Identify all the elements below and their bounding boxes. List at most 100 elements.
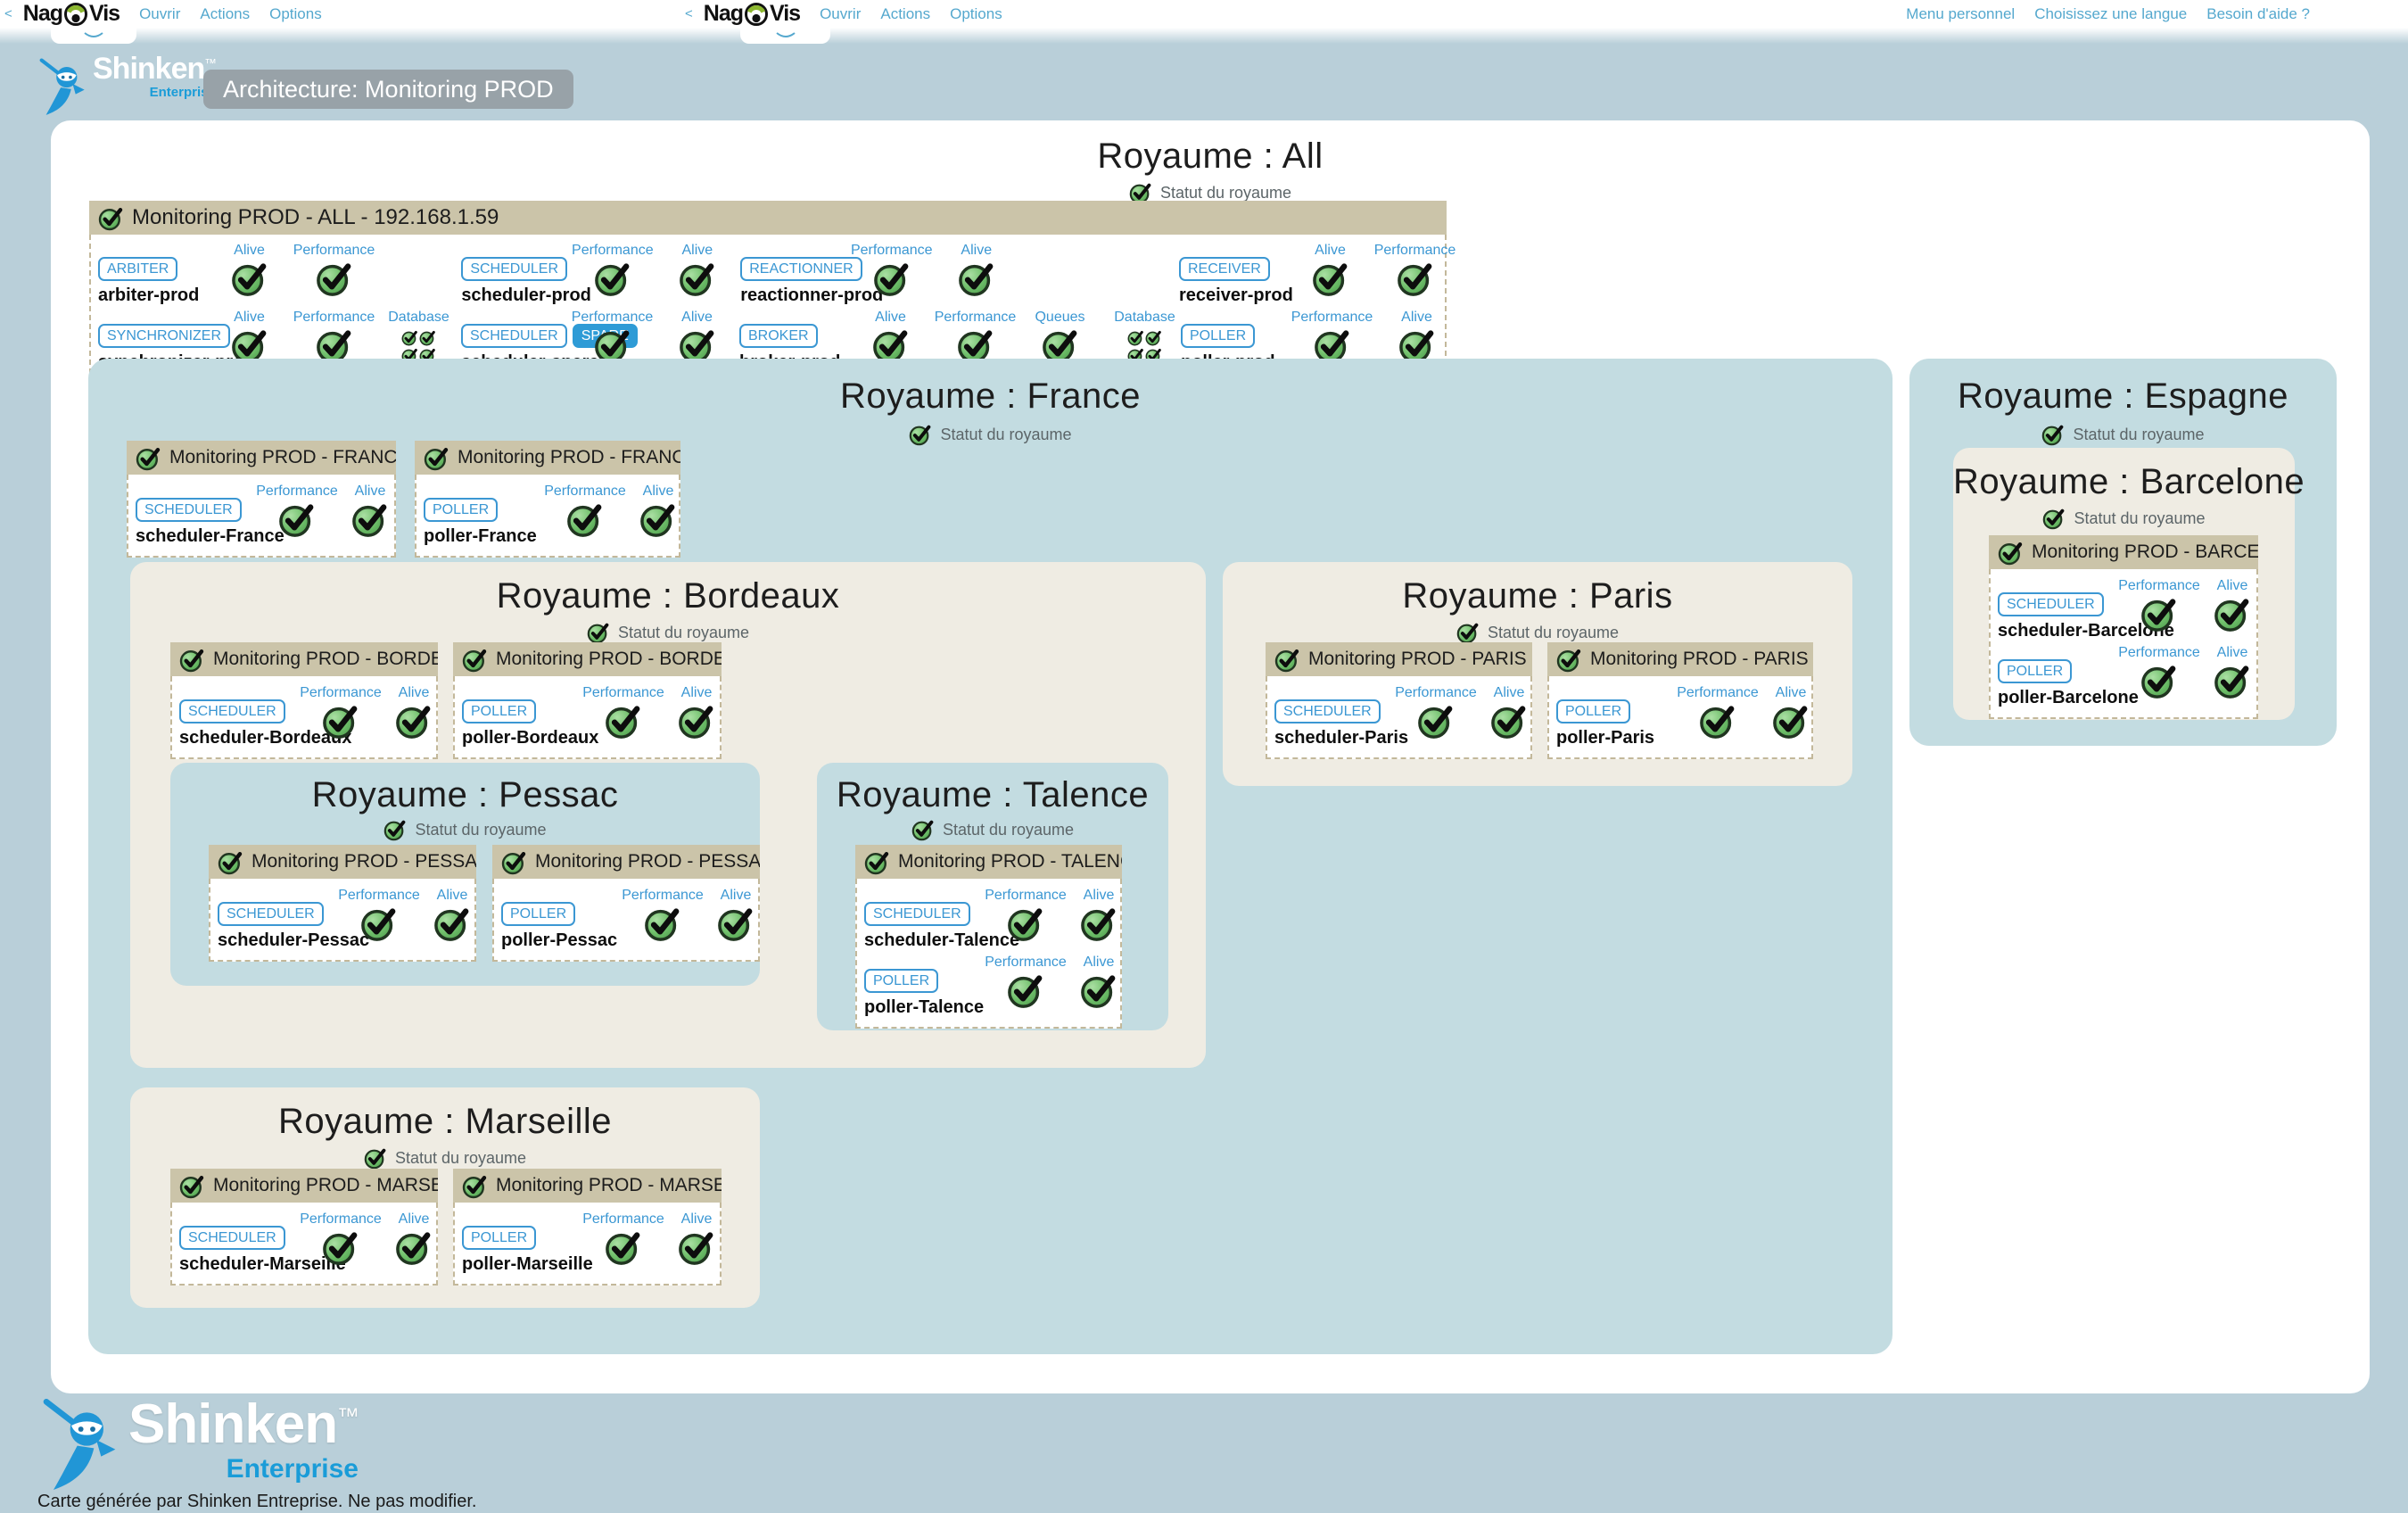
service-performance[interactable]: Performance <box>933 310 1018 364</box>
service-alive[interactable]: Alive <box>2196 578 2269 632</box>
node-reactionner-prod[interactable]: REACTIONNER reactionner-prod Performance… <box>740 243 1179 306</box>
service-alive[interactable]: Alive <box>848 310 933 364</box>
node-synchronizer-prod[interactable]: SYNCHRONIZER synchronizer-prod Alive Per… <box>98 310 461 373</box>
menu-actions-map[interactable]: Actions <box>880 4 931 22</box>
service-alive[interactable]: Alive <box>377 1211 450 1266</box>
service-database[interactable]: Database <box>1102 310 1187 365</box>
service-performance[interactable]: Performance <box>2118 645 2200 699</box>
service-performance[interactable]: Performance <box>622 888 704 942</box>
collapse-map-frame-icon[interactable]: < <box>685 6 693 21</box>
service-performance[interactable]: Performance <box>544 484 626 538</box>
service-alive[interactable]: Alive <box>660 1211 733 1266</box>
collapse-left-frame-icon[interactable]: < <box>4 6 12 21</box>
nagvis-logo[interactable]: Nag Vis <box>23 1 120 27</box>
service-queues[interactable]: Queues <box>1018 310 1102 364</box>
service-alive[interactable]: Alive <box>207 310 292 364</box>
service-alive[interactable]: Alive <box>934 243 1018 297</box>
service-alive[interactable]: Alive <box>1374 310 1459 364</box>
menu-options-map[interactable]: Options <box>950 4 1002 22</box>
service-performance[interactable]: Performance <box>582 1211 664 1266</box>
node-receiver-prod[interactable]: RECEIVER receiver-prod Alive Performance <box>1179 243 1456 306</box>
monitoring-box-header[interactable]: Monitoring PROD - PARIS - 10.0.2.2 <box>1547 642 1813 676</box>
service-alive[interactable]: Alive <box>660 685 733 740</box>
service-performance[interactable]: Performance <box>300 685 382 740</box>
service-performance[interactable]: Performance <box>1395 685 1477 740</box>
node-arbiter-prod[interactable]: ARBITER arbiter-prod Alive Performance <box>98 243 461 306</box>
realm-status-all[interactable]: Statut du royaume <box>51 181 2370 204</box>
service-alive[interactable]: Alive <box>1472 685 1546 740</box>
node-poller-prod[interactable]: POLLER poller-prod Performance Alive <box>1181 310 1439 373</box>
realm-status-talence[interactable]: Statut du royaume <box>817 818 1168 841</box>
service-alive[interactable]: Alive <box>699 888 772 942</box>
service-alive[interactable]: Alive <box>207 243 292 297</box>
service-performance[interactable]: Performance <box>292 243 376 297</box>
service-performance[interactable]: Performance <box>582 685 664 740</box>
monitoring-box-header[interactable]: Monitoring PROD - MARSEILLE - ... <box>453 1169 722 1203</box>
service-alive[interactable]: Alive <box>1062 955 1135 1009</box>
service-alive[interactable]: Alive <box>377 685 450 740</box>
menu-aide[interactable]: Besoin d'aide ? <box>2206 4 2310 22</box>
service-alive[interactable]: Alive <box>655 310 739 364</box>
realm-status-pessac[interactable]: Statut du royaume <box>170 818 760 841</box>
realm-status-bordeaux[interactable]: Statut du royaume <box>130 621 1206 644</box>
menu-personnel[interactable]: Menu personnel <box>1906 4 2016 22</box>
service-performance[interactable]: Performance <box>849 243 934 297</box>
realm-status-barcelone[interactable]: Statut du royaume <box>1953 507 2295 530</box>
service-alive[interactable]: Alive <box>655 243 739 297</box>
service-performance[interactable]: Performance <box>300 1211 382 1266</box>
service-performance[interactable]: Performance <box>570 243 655 297</box>
monitoring-box-header[interactable]: Monitoring PROD - PESSAC - 10.0... <box>492 845 760 879</box>
menu-ouvrir-map[interactable]: Ouvrir <box>820 4 862 22</box>
service-alive[interactable]: Alive <box>1754 685 1827 740</box>
service-performance[interactable]: Performance <box>292 310 376 364</box>
node-scheduler-prod[interactable]: SCHEDULER scheduler-prod Performance Ali… <box>461 243 740 306</box>
service-performance[interactable]: Performance <box>985 888 1067 942</box>
service-performance[interactable]: Performance <box>256 484 338 538</box>
service-alive[interactable]: Alive <box>1288 243 1373 297</box>
monitoring-box-header[interactable]: Monitoring PROD - FRANCE - 10.... <box>127 441 396 475</box>
monitoring-box-header[interactable]: Monitoring PROD - TALENCE - 10... <box>855 845 1122 879</box>
monitoring-box-header[interactable]: Monitoring PROD - PESSAC - 10.0... <box>209 845 476 879</box>
menu-actions[interactable]: Actions <box>200 4 251 22</box>
menu-langue[interactable]: Choisissez une langue <box>2034 4 2188 22</box>
nav-collapse-tab-center[interactable] <box>740 28 830 44</box>
service-performance[interactable]: Performance <box>1677 685 1759 740</box>
monitoring-box-header[interactable]: Monitoring PROD - PARIS - 10.0.2.1 <box>1266 642 1532 676</box>
service-performance[interactable]: Performance <box>2118 578 2200 632</box>
nagvis-logo-map[interactable]: Nag Vis <box>704 1 801 27</box>
realm-status-paris[interactable]: Statut du royaume <box>1223 621 1852 644</box>
monitoring-box-all-header[interactable]: Monitoring PROD - ALL - 192.168.1.59 <box>89 201 1447 235</box>
service-alive[interactable]: Alive <box>2196 645 2269 699</box>
menu-options[interactable]: Options <box>269 4 322 22</box>
monitoring-box-header[interactable]: Monitoring PROD - BARCELONE -... <box>1989 535 2258 569</box>
service-performance[interactable]: Performance <box>1290 310 1374 364</box>
service-performance[interactable]: Performance <box>338 888 420 942</box>
menu-ouvrir[interactable]: Ouvrir <box>139 4 181 22</box>
monitoring-box-header[interactable]: Monitoring PROD - BORDEAUX - ... <box>453 642 722 676</box>
service-alive[interactable]: Alive <box>622 484 695 538</box>
service-performance[interactable]: Performance <box>570 310 655 364</box>
service-alive[interactable]: Alive <box>334 484 407 538</box>
realm-status-marseille[interactable]: Statut du royaume <box>130 1146 760 1170</box>
service-performance[interactable]: Performance <box>1373 243 1457 297</box>
realm-status-espagne[interactable]: Statut du royaume <box>1909 423 2337 446</box>
service-database[interactable]: Database <box>376 310 461 365</box>
service-alive[interactable]: Alive <box>1062 888 1135 942</box>
monitoring-box-header[interactable]: Monitoring PROD - BORDEAUX - ... <box>170 642 438 676</box>
monitoring-box-header[interactable]: Monitoring PROD - FRANCE - 10.... <box>415 441 680 475</box>
service-performance[interactable]: Performance <box>985 955 1067 1009</box>
monitoring-box-header[interactable]: Monitoring PROD - MARSEILLE - ... <box>170 1169 438 1203</box>
service-alive[interactable]: Alive <box>416 888 489 942</box>
